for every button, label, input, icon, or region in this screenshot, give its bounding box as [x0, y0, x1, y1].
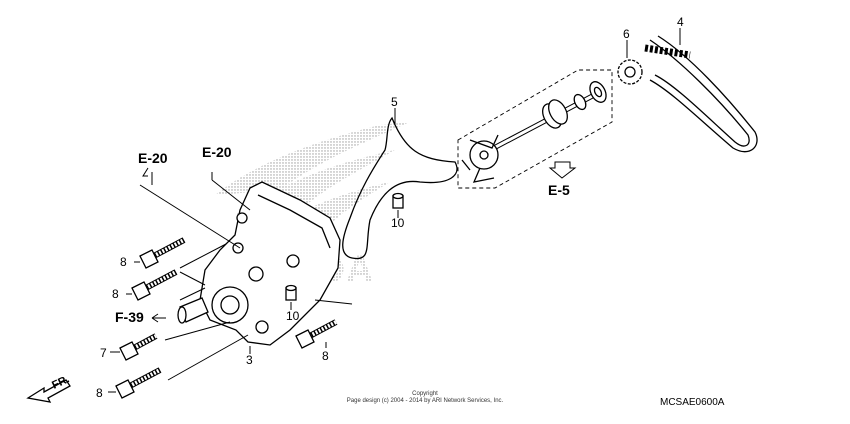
callout-6: 6	[623, 27, 630, 41]
dowel-pin-upper	[392, 192, 404, 209]
callout-3: 3	[246, 353, 253, 367]
ref-f39: F-39	[115, 309, 144, 325]
callout-10-lower: 10	[286, 309, 300, 323]
callout-4: 4	[677, 15, 684, 29]
ref-fr: FR.	[50, 373, 71, 391]
water-pump-cover	[177, 181, 341, 346]
bolt-8-upper	[139, 237, 186, 269]
ref-e20-left: E-20	[138, 150, 168, 166]
sprocket	[617, 59, 643, 85]
bolt-8-lower	[115, 367, 162, 399]
bolt-8-middle	[131, 269, 178, 301]
callout-8-upper: 8	[120, 255, 127, 269]
e5-down-arrow	[548, 161, 577, 179]
bolt-7	[119, 333, 158, 361]
gasket-o-ring	[342, 116, 458, 260]
callout-10-upper: 10	[391, 216, 405, 230]
pump-shaft-assembly-box	[457, 69, 613, 189]
callout-5: 5	[391, 95, 398, 109]
callout-8-right: 8	[322, 349, 329, 363]
callout-7: 7	[100, 346, 107, 360]
ref-e20-right: E-20	[202, 144, 232, 160]
callout-8-lower: 8	[96, 386, 103, 400]
bolt-8-right	[295, 319, 338, 349]
e20-left-pointer	[142, 167, 149, 177]
page-design-credit: Page design (c) 2004 - 2014 by ARI Netwo…	[347, 398, 504, 404]
copyright-label: Copyright	[412, 391, 438, 397]
callout-8-middle: 8	[112, 287, 119, 301]
pump-shaft-assembly	[461, 81, 607, 183]
diagram-code: MCSAE0600A	[660, 397, 725, 408]
front-arrow	[26, 379, 71, 403]
ref-e5: E-5	[548, 182, 570, 198]
f39-arrow	[151, 313, 166, 323]
dowel-pin-lower	[285, 284, 297, 301]
cam-chain	[644, 35, 758, 153]
leader-lines	[108, 28, 681, 393]
